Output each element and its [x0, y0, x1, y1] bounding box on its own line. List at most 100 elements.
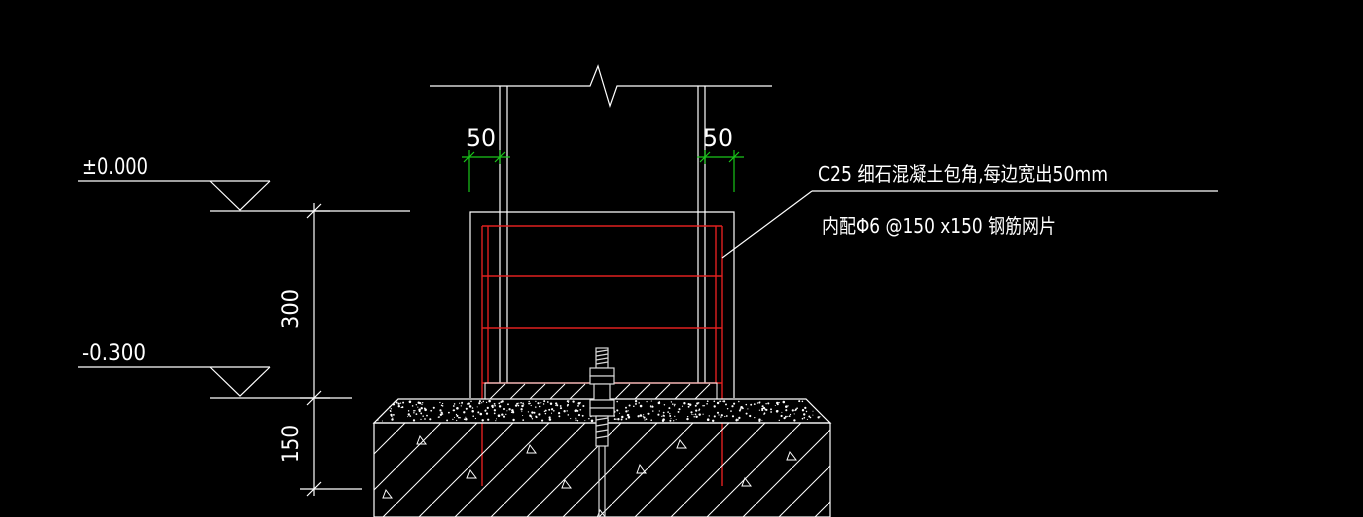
- grout-speckle: [514, 404, 518, 407]
- grout-speckle: [453, 417, 456, 419]
- grout-speckle: [549, 402, 553, 406]
- grout-speckle: [687, 405, 690, 408]
- grout-speckle: [778, 401, 780, 404]
- grout-speckle: [789, 413, 792, 416]
- grout-speckle: [761, 419, 763, 421]
- grout-speckle: [474, 417, 477, 420]
- grout-speckle: [463, 418, 466, 421]
- grout-speckle: [505, 413, 507, 416]
- grout-speckle: [420, 407, 423, 410]
- grout-speckle: [742, 407, 744, 410]
- grout-speckle: [400, 407, 402, 409]
- grout-speckle: [548, 418, 552, 421]
- grout-speckle: [681, 405, 684, 407]
- grout-speckle: [392, 417, 394, 419]
- grout-speckle: [448, 411, 450, 414]
- grout-speckle: [725, 415, 728, 417]
- grout-speckle: [531, 418, 534, 420]
- grout-speckle: [803, 413, 806, 416]
- grout-speckle: [497, 414, 501, 417]
- grout-speckle: [770, 408, 772, 411]
- grout-speckle: [517, 404, 520, 407]
- dimension-150-label: 150: [279, 425, 304, 463]
- grout-speckle: [770, 411, 772, 413]
- dimension-50-right-label: 50: [703, 124, 733, 152]
- grout-speckle: [698, 413, 701, 416]
- grout-speckle: [543, 410, 546, 413]
- grout-speckle: [529, 402, 531, 404]
- vertical-dimension: [300, 203, 362, 497]
- grout-speckle: [673, 420, 675, 422]
- grout-speckle: [657, 413, 660, 416]
- grout-speckle: [778, 419, 780, 422]
- grout-speckle: [463, 411, 466, 414]
- grout-speckle: [553, 410, 555, 412]
- grout-speckle: [413, 412, 415, 414]
- elevation-label-top: ±0.000: [82, 155, 148, 180]
- grout-speckle: [535, 406, 537, 408]
- grout-speckle: [731, 415, 735, 418]
- grout-speckle: [377, 419, 379, 421]
- grout-speckle: [559, 407, 563, 410]
- grout-speckle: [493, 412, 496, 415]
- grout-speckle: [686, 417, 689, 421]
- grout-speckle: [651, 405, 654, 407]
- grout-speckle: [522, 402, 524, 405]
- grout-speckle: [716, 401, 720, 405]
- grout-speckle: [663, 404, 666, 406]
- grout-speckle: [695, 409, 698, 412]
- grout-speckle: [784, 415, 787, 418]
- grout-speckle: [437, 416, 440, 418]
- grout-speckle: [507, 403, 509, 406]
- grout-speckle: [674, 415, 676, 417]
- grout-speckle: [576, 420, 579, 422]
- grout-speckle: [495, 420, 497, 422]
- grout-speckle: [577, 402, 579, 404]
- grout-speckle: [522, 414, 524, 417]
- grout-speckle: [616, 400, 618, 403]
- grout-speckle: [488, 399, 491, 403]
- grout-speckle: [415, 404, 417, 406]
- grout-speckle: [465, 407, 468, 410]
- grout-speckle: [730, 410, 732, 412]
- grout-speckle: [747, 408, 749, 410]
- grout-speckle: [736, 418, 738, 420]
- grout-speckle: [617, 418, 620, 421]
- grout-speckle: [716, 411, 720, 414]
- grout-speckle: [401, 406, 404, 409]
- grout-speckle: [542, 403, 545, 405]
- grout-speckle: [577, 414, 581, 417]
- grout-speckle: [619, 412, 621, 414]
- grout-speckle: [482, 400, 485, 403]
- grout-speckle: [649, 405, 652, 407]
- grout-speckle: [739, 408, 742, 410]
- grout-speckle: [424, 418, 426, 420]
- grout-speckle: [713, 400, 716, 403]
- grout-speckle: [639, 404, 643, 408]
- grout-speckle: [491, 404, 494, 408]
- grout-speckle: [776, 401, 779, 405]
- grout-speckle: [801, 417, 804, 420]
- grout-speckle: [662, 414, 665, 417]
- grout-speckle: [652, 410, 654, 412]
- grout-speckle: [452, 405, 455, 407]
- grout-speckle: [381, 420, 383, 422]
- grout-speckle: [633, 405, 635, 407]
- grout-speckle: [538, 413, 541, 416]
- grout-speckle: [621, 415, 624, 419]
- grout-speckle: [563, 410, 566, 413]
- grout-speckle: [788, 415, 791, 417]
- grout-speckle: [677, 410, 680, 413]
- grout-speckle: [738, 400, 740, 403]
- grout-speckle: [409, 415, 412, 417]
- grout-speckle: [402, 401, 405, 404]
- grout-speckle: [697, 402, 700, 404]
- grout-speckle: [453, 403, 456, 405]
- grout-speckle: [785, 409, 788, 412]
- elevation-marker-top: [78, 180, 410, 212]
- note-line-2: 内配Φ6 @150 x150 钢筋网片: [822, 214, 1056, 238]
- grout-speckle: [691, 413, 693, 415]
- grout-speckle: [785, 405, 788, 408]
- grout-speckle: [531, 411, 534, 414]
